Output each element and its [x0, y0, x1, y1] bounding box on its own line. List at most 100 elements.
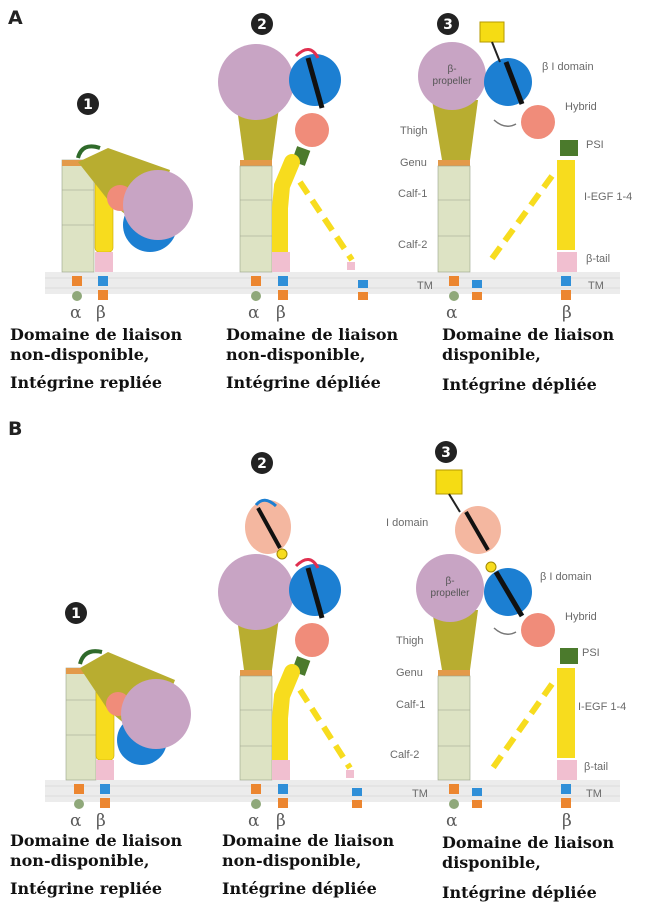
diagram-label: Intégrine dépliée [226, 373, 381, 392]
diagram-shape [436, 470, 462, 494]
diagram-shape [560, 648, 578, 664]
diagram-label: α [446, 811, 458, 831]
diagram-shape [346, 770, 354, 778]
diagram-shape [251, 276, 261, 286]
diagram-shape [486, 562, 496, 572]
diagram-shape [561, 290, 571, 300]
diagram-shape [488, 176, 552, 264]
diagram-shape [280, 672, 292, 760]
diagram-label: β [562, 303, 572, 323]
diagram-label: Thigh [396, 635, 424, 647]
diagram-label: Domaine de liaison [10, 325, 183, 344]
diagram-label: Genu [400, 157, 427, 169]
diagram-label: Calf-2 [390, 749, 419, 761]
diagram-shape [438, 166, 470, 272]
diagram-shape [521, 105, 555, 139]
diagram-shape [494, 628, 516, 634]
diagram-shape [561, 798, 571, 808]
membrane-b [45, 780, 620, 802]
captions-a: Domaine de liaison non-disponible, Intég… [10, 325, 615, 394]
diagram-shape [438, 160, 470, 166]
diagram-label: β- [445, 576, 454, 587]
diagram-label: β [96, 303, 106, 323]
panel-b: B 1 α β 2 [8, 418, 626, 902]
diagram-shape [251, 291, 261, 301]
diagram-label: I-EGF 1-4 [584, 191, 632, 203]
diagram-label: Calf-1 [396, 699, 425, 711]
diagram-shape [278, 784, 288, 794]
diagram-shape [438, 670, 470, 676]
diagram-shape [277, 549, 287, 559]
diagram-shape [100, 798, 110, 808]
diagram-label: β-tail [584, 761, 608, 773]
diagram-shape [278, 290, 288, 300]
integrin-b3-extended-open: 3 β- propeller [386, 441, 626, 831]
diagram-label: I domain [386, 517, 428, 529]
diagram-shape [218, 554, 294, 630]
diagram-shape [449, 799, 459, 809]
diagram-label: Domaine de liaison [442, 325, 615, 344]
diagram-label: β [276, 303, 286, 323]
diagram-label: 2 [257, 17, 267, 33]
diagram-label: Hybrid [565, 611, 597, 623]
diagram-label: 1 [83, 97, 93, 113]
diagram-shape [278, 276, 288, 286]
diagram-label: β- [447, 64, 456, 75]
diagram-label: β I domain [540, 571, 592, 583]
diagram-shape [62, 160, 94, 272]
diagram-label: β [96, 811, 106, 831]
diagram-shape [557, 760, 577, 780]
diagram-label: α [70, 811, 82, 831]
diagram-shape [449, 276, 459, 286]
diagram-shape [557, 252, 577, 272]
diagram-label: Calf-1 [398, 188, 427, 200]
diagram-shape [240, 160, 272, 166]
diagram-shape [251, 784, 261, 794]
diagram-label: non-disponible, [226, 345, 365, 364]
diagram-label: Intégrine repliée [10, 373, 162, 392]
diagram-shape [560, 140, 578, 156]
diagram-label: non-disponible, [10, 345, 149, 364]
diagram-shape [358, 280, 368, 288]
diagram-label: TM [417, 280, 433, 292]
diagram-label: Calf-2 [398, 239, 427, 251]
diagram-shape [121, 679, 191, 749]
panel-b-letter: B [8, 418, 22, 440]
diagram-label: 2 [257, 456, 267, 472]
diagram-label: non-disponible, [222, 851, 361, 870]
diagram-shape [472, 280, 482, 288]
diagram-shape [72, 276, 82, 286]
diagram-label: Domaine de liaison [226, 325, 399, 344]
diagram-shape [251, 799, 261, 809]
diagram-label: disponible, [442, 345, 541, 364]
diagram-shape [347, 262, 355, 270]
diagram-shape [358, 292, 368, 300]
diagram-label: Domaine de liaison [222, 831, 395, 850]
diagram-label: Intégrine dépliée [222, 879, 377, 898]
diagram-label: TM [586, 788, 602, 800]
diagram-shape [438, 676, 470, 780]
diagram-shape [561, 276, 571, 286]
diagram-shape [480, 22, 504, 42]
diagram-shape [240, 670, 272, 676]
diagram-shape [521, 613, 555, 647]
diagram-shape [218, 44, 294, 120]
diagram-label: propeller [433, 76, 473, 87]
diagram-shape [295, 113, 329, 147]
diagram-label: α [248, 303, 260, 323]
diagram-label: Thigh [400, 125, 428, 137]
diagram-label: propeller [431, 588, 471, 599]
panel-a-letter: A [8, 7, 23, 29]
diagram-label: α [446, 303, 458, 323]
diagram-shape [280, 162, 292, 252]
diagram-shape [352, 800, 362, 808]
diagram-label: α [248, 811, 260, 831]
diagram-shape [95, 252, 113, 272]
diagram-shape [278, 798, 288, 808]
diagram-label: 3 [443, 17, 453, 33]
diagram-label: I-EGF 1-4 [578, 701, 626, 713]
diagram-shape [98, 276, 108, 286]
integrin-b2-extended-closed: 2 α β [218, 452, 362, 831]
diagram-shape [96, 760, 114, 780]
